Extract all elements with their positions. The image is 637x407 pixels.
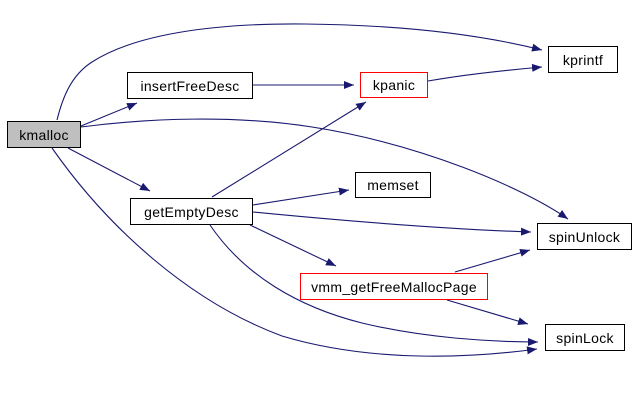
node-getEmptyDesc[interactable]: getEmptyDesc [130, 198, 253, 225]
edge-kmalloc-to-spinLock [51, 147, 538, 357]
edge-getEmptyDesc-to-vmm_getFreeMallocPage [249, 224, 337, 267]
node-memset[interactable]: memset [355, 172, 431, 198]
edge-vmm_getFreeMallocPage-to-spinLock [446, 299, 529, 325]
node-insertFreeDesc[interactable]: insertFreeDesc [127, 72, 253, 99]
edge-kmalloc-to-insertFreeDesc [80, 102, 138, 127]
edge-getEmptyDesc-to-spinUnlock [252, 211, 532, 236]
edge-kmalloc-to-getEmptyDesc [67, 147, 151, 192]
node-kpanic[interactable]: kpanic [360, 72, 428, 98]
edge-kmalloc-to-kprintf [56, 23, 543, 121]
node-spinLock[interactable]: spinLock [545, 324, 625, 351]
edge-kpanic-to-kprintf [427, 63, 543, 82]
edge-kmalloc-to-spinUnlock [80, 118, 569, 220]
edge-getEmptyDesc-to-memset [252, 187, 350, 206]
edge-getEmptyDesc-to-spinLock [209, 224, 539, 346]
edge-vmm_getFreeMallocPage-to-spinUnlock [454, 248, 531, 273]
node-vmm_getFreeMallocPage[interactable]: vmm_getFreeMallocPage [300, 273, 488, 300]
node-spinUnlock[interactable]: spinUnlock [537, 223, 632, 250]
edge-getEmptyDesc-to-kpanic [211, 101, 367, 198]
node-kmalloc: kmalloc [7, 121, 81, 148]
node-kprintf[interactable]: kprintf [548, 46, 618, 73]
